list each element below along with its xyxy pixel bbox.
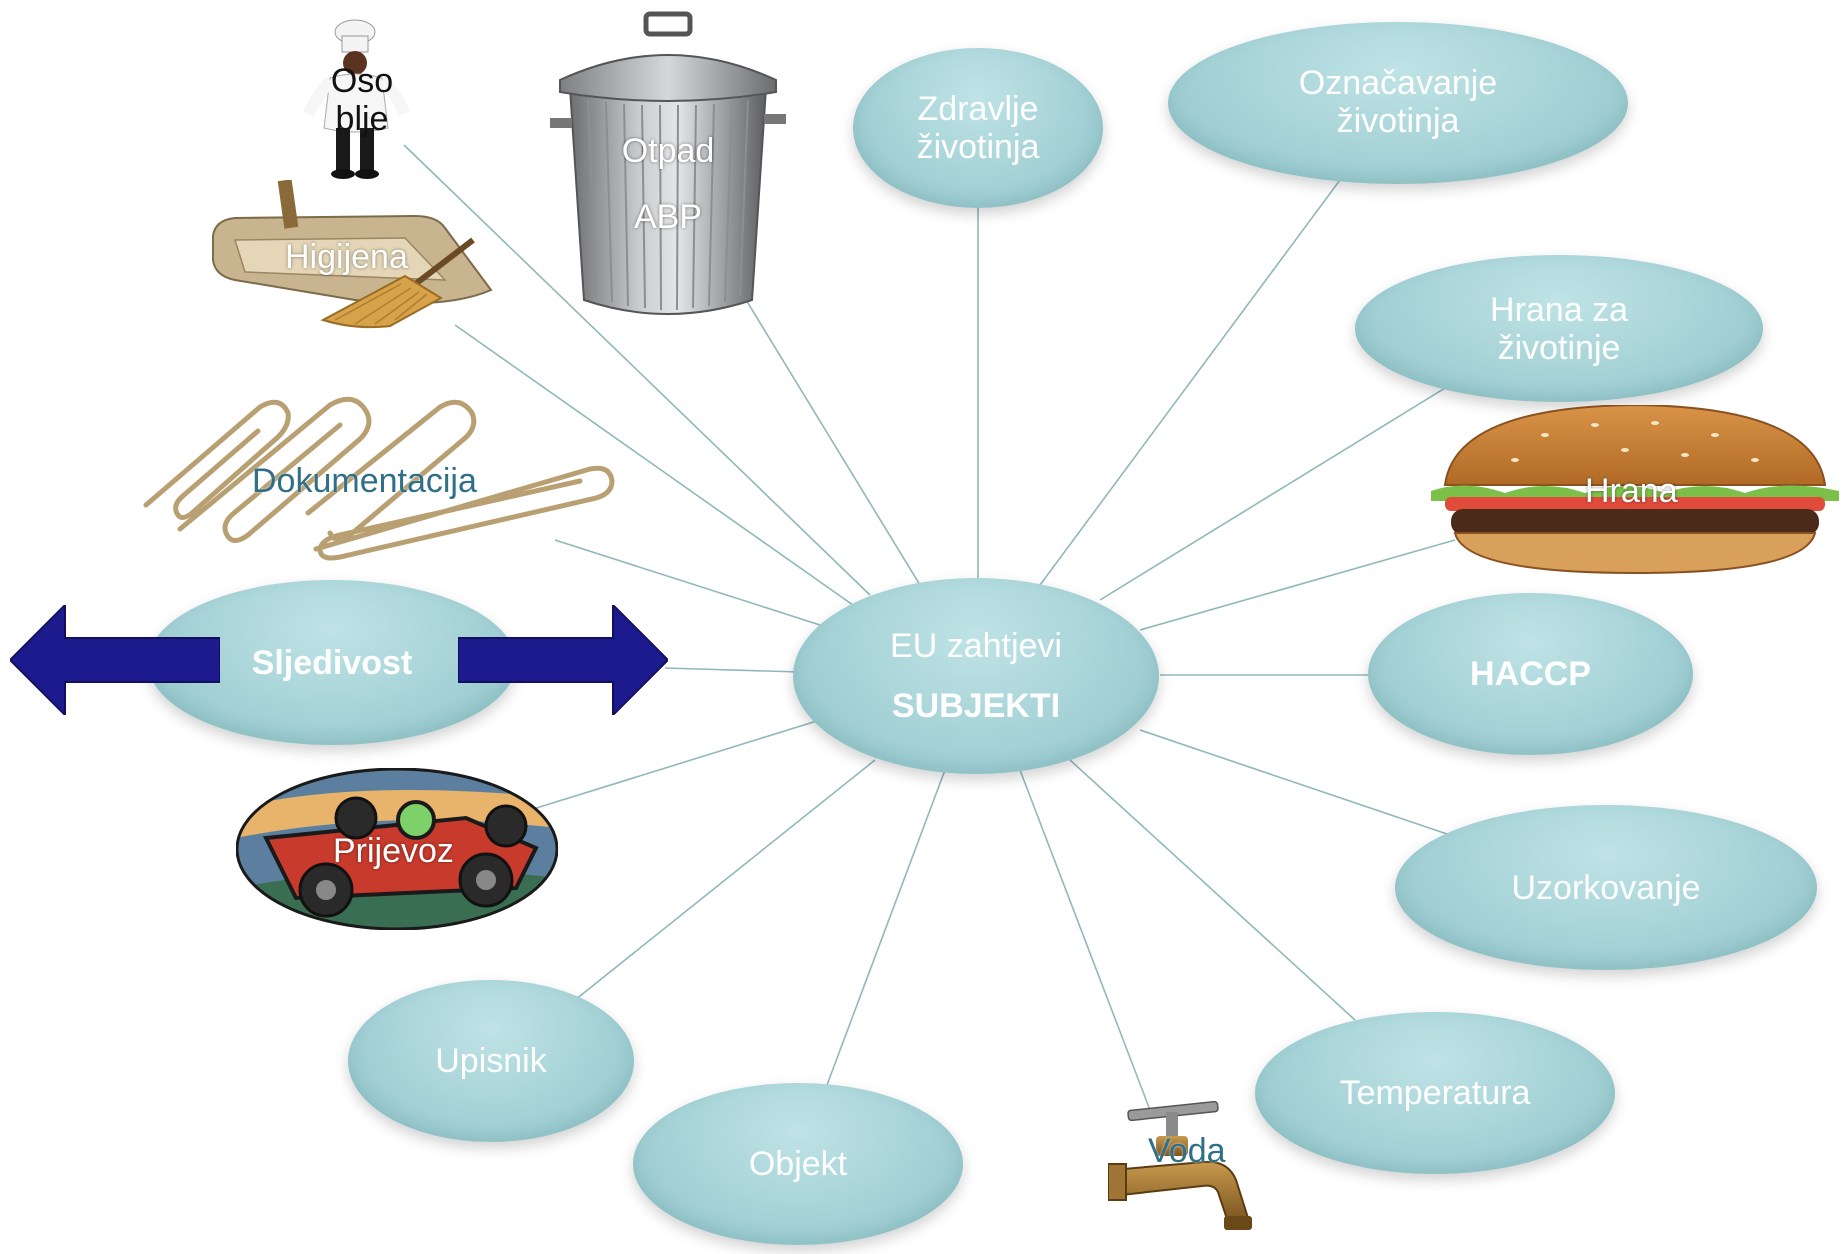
label-otpad-line2: ABP xyxy=(633,198,703,236)
label-hrana: Hrana xyxy=(1585,472,1678,510)
connector-higijena xyxy=(454,324,861,611)
label-voda: Voda xyxy=(1148,1132,1226,1170)
node-uzorkovanje-label: Uzorkovanje xyxy=(1511,868,1701,907)
trash-can-icon xyxy=(550,11,786,315)
label-otpad-line1: Otpad xyxy=(621,132,715,170)
node-hrana-za-line1: Hrana za xyxy=(1490,290,1628,329)
connector-hrana xyxy=(1139,539,1456,631)
center-line1: EU zahtjevi xyxy=(890,627,1062,665)
broom-dustpan-icon xyxy=(212,180,493,329)
node-zdravlje-zivotinja: Zdravlje životinja xyxy=(853,48,1103,208)
connector-uzorkovanje xyxy=(1139,729,1451,836)
node-oznacavanje-line1: Označavanje xyxy=(1298,64,1498,102)
node-hrana-za-line2: životinje xyxy=(1497,328,1621,367)
connector-objekt xyxy=(826,769,946,1086)
paperclip-icon xyxy=(143,396,615,561)
center-node: EU zahtjevi SUBJEKTI xyxy=(793,578,1159,774)
water-tap-icon xyxy=(1108,1100,1252,1230)
label-prijevoz: Prijevoz xyxy=(333,832,454,870)
connector-temperatura xyxy=(1069,759,1356,1021)
connector-hrana-za xyxy=(1099,384,1451,601)
node-temperatura: Temperatura xyxy=(1255,1012,1615,1174)
node-sljedivost-label: Sljedivost xyxy=(251,643,413,682)
burger-icon xyxy=(1431,405,1839,575)
node-zdravlje-line2: životinja xyxy=(916,128,1040,166)
connector-osoblje xyxy=(403,144,871,596)
arrow-right-icon xyxy=(458,605,668,715)
connector-sljedivost xyxy=(664,667,801,673)
connector-voda xyxy=(1019,769,1151,1111)
node-uzorkovanje: Uzorkovanje xyxy=(1395,805,1817,970)
label-dokumentacija: Dokumentacija xyxy=(252,462,477,500)
label-osoblje-line2: blje xyxy=(335,100,389,138)
node-objekt-label: Objekt xyxy=(748,1145,848,1183)
node-objekt: Objekt xyxy=(633,1083,963,1245)
connector-prijevoz xyxy=(529,719,821,811)
node-temperatura-label: Temperatura xyxy=(1339,1074,1531,1112)
connector-otpad xyxy=(739,289,921,586)
node-oznacavanje-zivotinja: Označavanje životinja xyxy=(1168,22,1628,184)
node-hrana-za-zivotinje: Hrana za životinje xyxy=(1355,255,1763,402)
center-line2: SUBJEKTI xyxy=(891,687,1061,725)
node-oznacavanje-line2: životinja xyxy=(1336,102,1460,140)
label-osoblje-line1: Oso xyxy=(330,62,394,100)
arrow-left-icon xyxy=(10,605,220,715)
node-haccp-label: HACCP xyxy=(1470,655,1591,693)
chef-icon xyxy=(302,19,410,179)
label-otpad: Otpad ABP xyxy=(618,118,718,250)
node-upisnik-label: Upisnik xyxy=(435,1042,547,1080)
race-car-icon xyxy=(236,768,558,930)
connector-oznacavanje xyxy=(1039,179,1341,586)
connector-upisnik xyxy=(574,759,876,1001)
label-osoblje: Oso blje xyxy=(322,62,402,138)
label-higijena: Higijena xyxy=(285,238,408,276)
node-upisnik: Upisnik xyxy=(348,980,634,1142)
connector-dokumentacija xyxy=(554,539,821,626)
node-haccp: HACCP xyxy=(1368,593,1693,755)
node-zdravlje-line1: Zdravlje xyxy=(917,90,1039,128)
